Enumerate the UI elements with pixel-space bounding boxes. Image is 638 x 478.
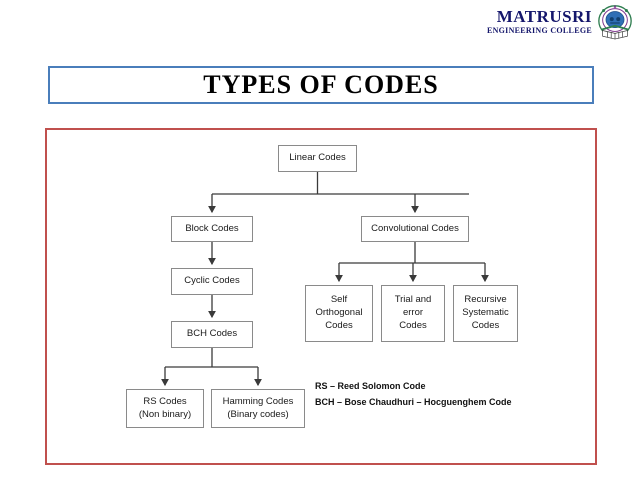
node-label-line1: Recursive xyxy=(464,294,507,306)
abbreviation-legend: RS – Reed Solomon Code BCH – Bose Chaudh… xyxy=(315,379,512,411)
brand-text-block: MATRUSRI ENGINEERING COLLEGE xyxy=(487,8,592,35)
node-recursive-systematic-codes[interactable]: Recursive Systematic Codes xyxy=(453,285,518,342)
node-label: Convolutional Codes xyxy=(371,222,459,234)
node-rs-codes[interactable]: RS Codes (Non binary) xyxy=(126,389,204,428)
node-label-line3: Codes xyxy=(399,319,427,331)
node-label: BCH Codes xyxy=(186,328,238,340)
node-cyclic-codes[interactable]: Cyclic Codes xyxy=(171,268,253,295)
node-convolutional-codes[interactable]: Convolutional Codes xyxy=(361,216,469,242)
node-label-line2: Orthogonal xyxy=(315,307,363,319)
node-hamming-codes[interactable]: Hamming Codes (Binary codes) xyxy=(211,389,305,428)
node-label-line2: (Non binary) xyxy=(138,408,192,420)
node-bch-codes[interactable]: BCH Codes xyxy=(171,321,253,348)
node-block-codes[interactable]: Block Codes xyxy=(171,216,253,242)
node-label: Cyclic Codes xyxy=(184,275,240,287)
brand-header: MATRUSRI ENGINEERING COLLEGE xyxy=(487,2,634,40)
node-label-line1: Self xyxy=(330,294,348,306)
node-trial-and-error-codes[interactable]: Trial and error Codes xyxy=(381,285,445,342)
node-label: Block Codes xyxy=(185,222,239,234)
brand-name: MATRUSRI xyxy=(496,6,592,26)
node-label-line3: Codes xyxy=(325,319,353,331)
page-title: TYPES OF CODES xyxy=(203,70,439,99)
node-label-line1: Hamming Codes xyxy=(222,395,294,407)
legend-line-rs: RS – Reed Solomon Code xyxy=(315,381,426,391)
node-label-line2: error xyxy=(402,307,424,319)
node-label: Linear Codes xyxy=(289,152,346,164)
legend-line-bch: BCH – Bose Chaudhuri – Hocguenghem Code xyxy=(315,396,512,407)
node-label-line2: (Binary codes) xyxy=(227,408,289,420)
node-label-line2: Systematic xyxy=(462,307,509,319)
brand-subtitle: ENGINEERING COLLEGE xyxy=(486,25,592,35)
content-frame: Linear Codes Block Codes Convolutional C… xyxy=(45,128,597,465)
college-crest-logo-icon xyxy=(598,4,632,40)
node-label-line1: Trial and xyxy=(394,294,432,306)
node-label-line1: RS Codes xyxy=(143,395,187,407)
node-linear-codes[interactable]: Linear Codes xyxy=(278,145,357,172)
code-types-tree-diagram: Linear Codes Block Codes Convolutional C… xyxy=(47,130,595,463)
node-self-orthogonal-codes[interactable]: Self Orthogonal Codes xyxy=(305,285,373,342)
node-label-line3: Codes xyxy=(471,319,500,331)
diagram-connectors xyxy=(161,172,489,387)
slide-title-banner: TYPES OF CODES xyxy=(48,66,594,104)
